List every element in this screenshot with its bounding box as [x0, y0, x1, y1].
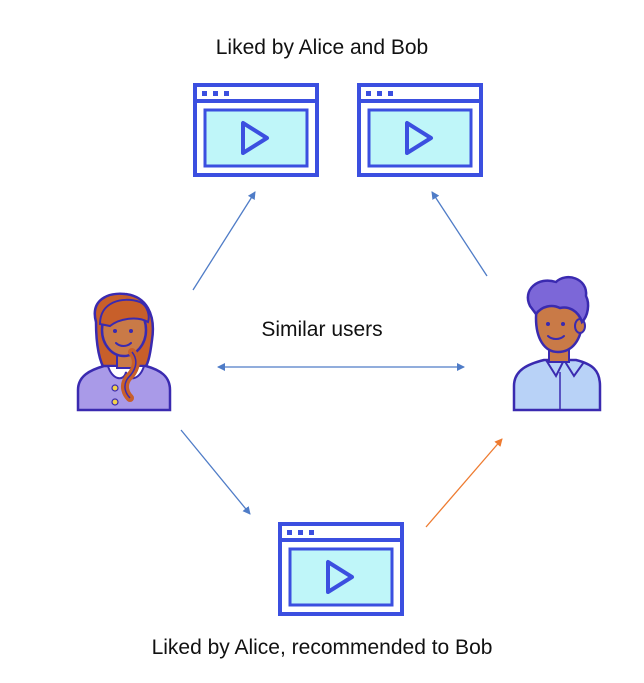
- video-window-icon-top-left: [193, 83, 319, 177]
- arrow-bottom-video-to-bob: [425, 438, 503, 528]
- alice-avatar-icon: [76, 292, 172, 412]
- arrow-alice-to-top-left-video: [192, 191, 256, 291]
- arrow-alice-to-bottom-video: [180, 429, 251, 515]
- video-window-icon-bottom: [278, 522, 404, 616]
- top-caption: Liked by Alice and Bob: [215, 36, 429, 59]
- arrow-bob-to-top-right-video: [431, 191, 488, 277]
- similar-users-label: Similar users: [261, 318, 383, 341]
- bob-avatar-icon: [512, 276, 602, 412]
- video-window-icon-top-right: [357, 83, 483, 177]
- bottom-caption: Liked by Alice, recommended to Bob: [151, 636, 493, 659]
